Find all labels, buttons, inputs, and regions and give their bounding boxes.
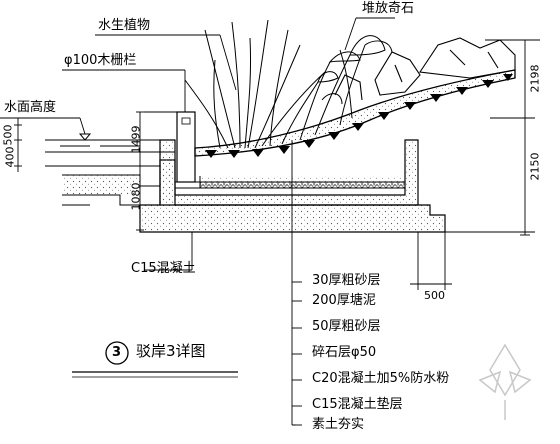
wood-fence-post [176, 111, 196, 183]
rock-teeth [205, 74, 513, 158]
layer-label: C20混凝土加5%防水粉 [312, 371, 450, 386]
right-dimensions [445, 39, 540, 236]
label-c15-concrete: C15混凝土 [131, 261, 196, 276]
layer-label: C15混凝土垫层 [312, 397, 403, 412]
label-wood-fence: φ100木栅栏 [64, 53, 137, 68]
left-dimensions [14, 111, 177, 231]
gravel-layer [200, 182, 405, 188]
water-lines [45, 139, 175, 153]
dim-500-bottom: 500 [424, 289, 445, 302]
label-stacked-rocks: 堆放奇石 [362, 1, 415, 16]
water-level-marker [78, 133, 92, 141]
c20-concrete-wall [159, 139, 419, 206]
layer-label: 50厚粗砂层 [312, 319, 381, 334]
drawing-title: 驳岸3详图 [136, 342, 206, 360]
dim-2150: 2150 [528, 152, 542, 181]
sand-layer [200, 176, 405, 182]
layer-label: 200厚塘泥 [312, 293, 376, 308]
layer-label: 碎石层φ50 [312, 345, 377, 360]
label-aquatic-plants: 水生植物 [98, 18, 151, 33]
dim-400: 400 [3, 146, 17, 168]
layer-ticks [292, 281, 302, 426]
leader-lines [0, 17, 395, 426]
dim-500-left: 500 [1, 124, 15, 146]
aquatic-plants [184, 19, 393, 149]
title-circle [105, 341, 129, 365]
dim-1080: 1080 [129, 182, 143, 211]
dim-1499: 1499 [129, 125, 143, 154]
layer-label: 素土夯实 [312, 417, 365, 432]
label-water-level: 水面高度 [4, 100, 57, 115]
dim-2198: 2198 [528, 64, 542, 93]
watermark [478, 343, 532, 420]
layer-label: 30厚粗砂层 [312, 273, 381, 288]
pond-mud-slope [194, 69, 516, 157]
bottom-dimension [410, 232, 452, 290]
title-number: 3 [112, 345, 122, 360]
